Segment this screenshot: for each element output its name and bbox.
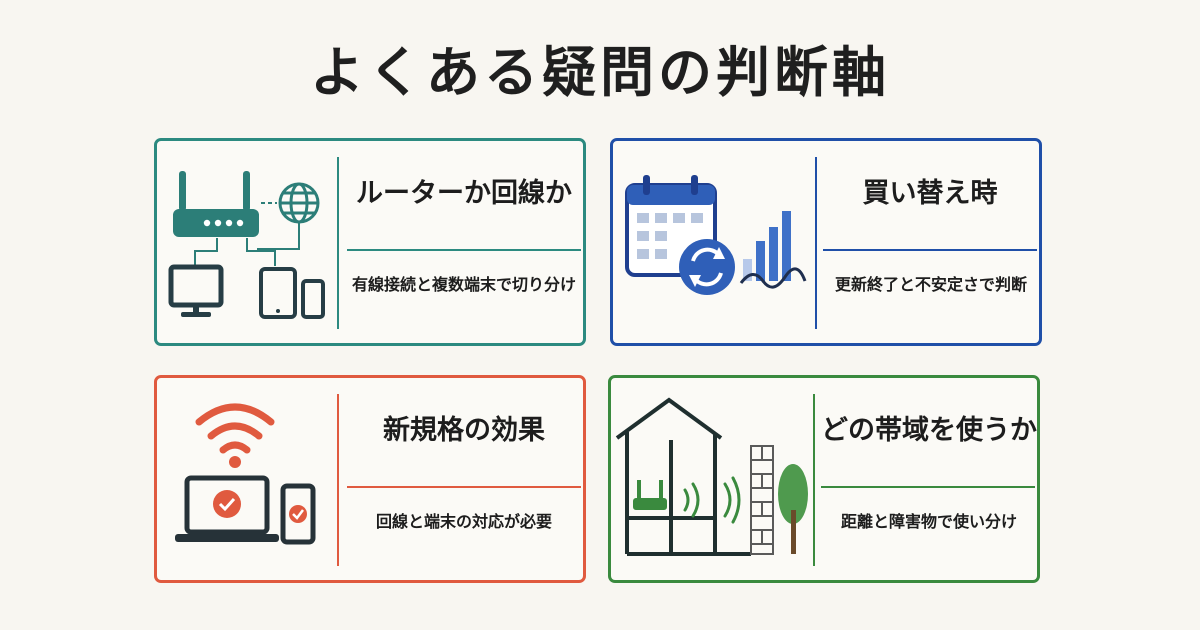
smartphone-icon	[280, 483, 316, 545]
divider-vertical	[337, 157, 339, 329]
refresh-icon	[679, 239, 735, 295]
card-band-selection: どの帯域を使うか 距離と障害物で使い分け	[608, 375, 1040, 583]
wifi-icon	[195, 403, 275, 454]
card-description: 有線接続と複数端末で切り分け	[351, 275, 576, 294]
house-icon	[615, 397, 751, 556]
card-replacement-timing: 買い替え時 更新終了と不安定さで判断	[610, 138, 1042, 346]
divider-vertical	[337, 394, 339, 566]
card-new-standard-effect: 新規格の効果 回線と端末の対応が必要	[154, 375, 586, 583]
card-title: 買い替え時	[862, 178, 998, 209]
divider-horizontal	[823, 249, 1037, 251]
monitor-icon	[168, 264, 224, 317]
bar-chart-icon	[739, 211, 807, 289]
card-title: どの帯域を使うか	[821, 415, 1037, 446]
card-description: 更新終了と不安定さで判断	[834, 275, 1027, 294]
router-icon	[173, 171, 259, 237]
signal-waves-icon	[683, 476, 741, 524]
divider-horizontal	[821, 486, 1035, 488]
card-description: 回線と端末の対応が必要	[375, 512, 552, 531]
card-title: ルーターか回線か	[356, 178, 572, 209]
check-icon	[213, 490, 241, 518]
router-network-illustration	[157, 141, 337, 343]
divider-vertical	[815, 157, 817, 329]
divider-vertical	[813, 394, 815, 566]
card-router-or-line: ルーターか回線か 有線接続と複数端末で切り分け	[154, 138, 586, 346]
brick-wall-icon	[750, 445, 774, 555]
divider-horizontal	[347, 486, 581, 488]
tree-icon	[778, 464, 808, 554]
smartphone-icon	[301, 279, 325, 319]
tablet-icon	[259, 267, 297, 319]
globe-icon	[278, 182, 320, 224]
router-icon	[633, 480, 667, 510]
divider-horizontal	[347, 249, 581, 251]
replacement-illustration	[613, 141, 807, 343]
laptop-icon	[175, 475, 279, 542]
band-selection-illustration	[611, 378, 808, 580]
card-title: 新規格の効果	[383, 415, 545, 446]
page-title: よくある疑問の判断軸	[310, 41, 890, 104]
new-standard-illustration	[157, 378, 337, 580]
card-description: 距離と障害物で使い分け	[840, 512, 1017, 531]
